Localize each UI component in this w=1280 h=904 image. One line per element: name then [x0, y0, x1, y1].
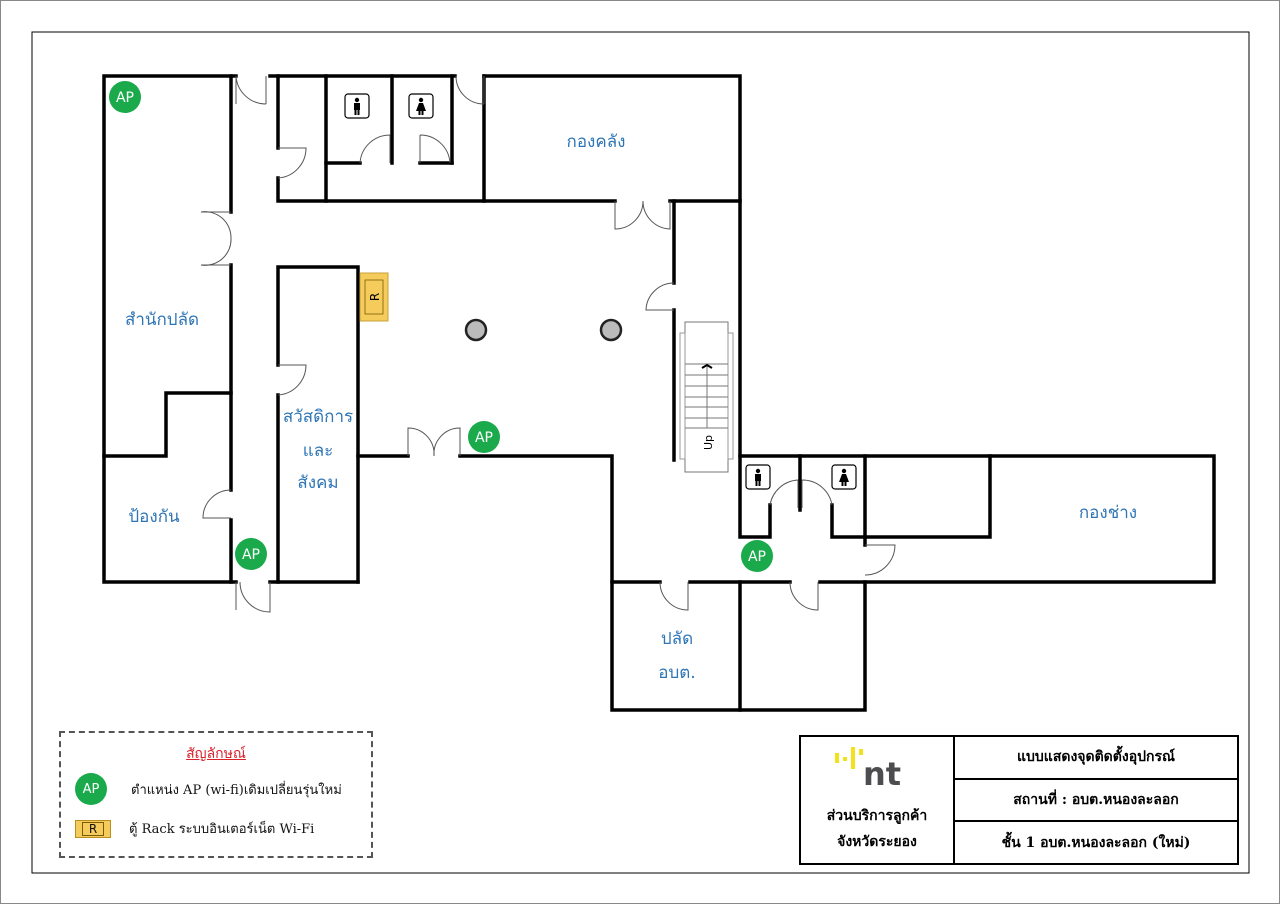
room-label-welfare: และ	[303, 441, 334, 461]
room-labels: กองคลัง สำนักปลัด สวัสดิการ และ สังคม ป้…	[125, 132, 1137, 683]
ap-marker: AP	[468, 421, 500, 453]
room-label-engineering: กองช่าง	[1079, 503, 1137, 523]
svg-text:AP: AP	[116, 90, 134, 106]
room-label-welfare: สังคม	[297, 473, 338, 493]
male-restroom-icon	[344, 93, 370, 119]
legend: สัญลักษณ์ AP ตำแหน่ง AP (wi-fi)เดิมเปลี่…	[59, 731, 373, 858]
ap-symbol-icon: AP	[75, 773, 107, 805]
rack-symbol-icon: R	[75, 819, 111, 838]
male-restroom-icon	[745, 464, 771, 490]
ap-marker: AP	[109, 81, 141, 113]
legend-title: สัญลักษณ์	[186, 746, 246, 762]
column	[599, 318, 623, 342]
ap-marker: AP	[235, 538, 267, 570]
drawing-floor: ชั้น 1 อบต.หนองละลอก (ใหม่)	[1001, 834, 1191, 851]
restroom-signs	[344, 93, 857, 490]
room-label-finance: กองคลัง	[567, 132, 626, 152]
title-block: nt ส่วนบริการลูกค้า จังหวัดระยอง แบบแสดง…	[799, 735, 1239, 865]
rack-symbol-label: R	[81, 821, 105, 836]
walls	[102, 74, 1216, 712]
organization-cell: nt ส่วนบริการลูกค้า จังหวัดระยอง	[801, 737, 955, 863]
drawing-title: แบบแสดงจุดติดตั้งอุปกรณ์	[955, 737, 1237, 780]
logo-text: nt	[863, 755, 901, 793]
legend-ap-desc: ตำแหน่ง AP (wi-fi)เดิมเปลี่ยนรุ่นใหม่	[131, 782, 342, 798]
svg-text:AP: AP	[242, 547, 260, 563]
drawing-frame	[31, 31, 1250, 874]
rack-label: R	[368, 293, 382, 301]
legend-row-ap: AP ตำแหน่ง AP (wi-fi)เดิมเปลี่ยนรุ่นใหม่	[75, 773, 342, 805]
legend-rack-desc: ตู้ Rack ระบบอินเตอร์เน็ต Wi-Fi	[129, 822, 315, 837]
org-line-1: ส่วนบริการลูกค้า	[826, 808, 928, 824]
room-label-office-palad: สำนักปลัด	[125, 310, 199, 330]
svg-text:AP: AP	[748, 549, 766, 565]
ap-marker: AP	[741, 540, 773, 572]
columns	[464, 318, 623, 342]
ap-markers: AP AP AP AP	[109, 81, 773, 572]
drawing-location: สถานที่ : อบต.หนองละลอก	[955, 780, 1237, 823]
female-restroom-icon	[408, 93, 434, 119]
column	[464, 318, 488, 342]
org-line-2: จังหวัดระยอง	[837, 834, 917, 850]
room-label-palad: ปลัด	[661, 629, 693, 649]
nt-logo: nt	[835, 747, 901, 793]
room-label-prevention: ป้องกัน	[128, 507, 180, 527]
room-label-welfare: สวัสดิการ	[283, 407, 353, 427]
rack-marker: R	[359, 272, 389, 322]
stair-up-label: Up	[702, 435, 715, 450]
stair-arrow-icon	[701, 363, 713, 369]
room-label-palad: อบต.	[658, 663, 695, 683]
staircase: Up	[679, 321, 734, 473]
legend-row-rack: R ตู้ Rack ระบบอินเตอร์เน็ต Wi-Fi	[75, 818, 314, 839]
female-restroom-icon	[831, 464, 857, 490]
svg-text:AP: AP	[475, 430, 493, 446]
doors	[200, 75, 896, 613]
